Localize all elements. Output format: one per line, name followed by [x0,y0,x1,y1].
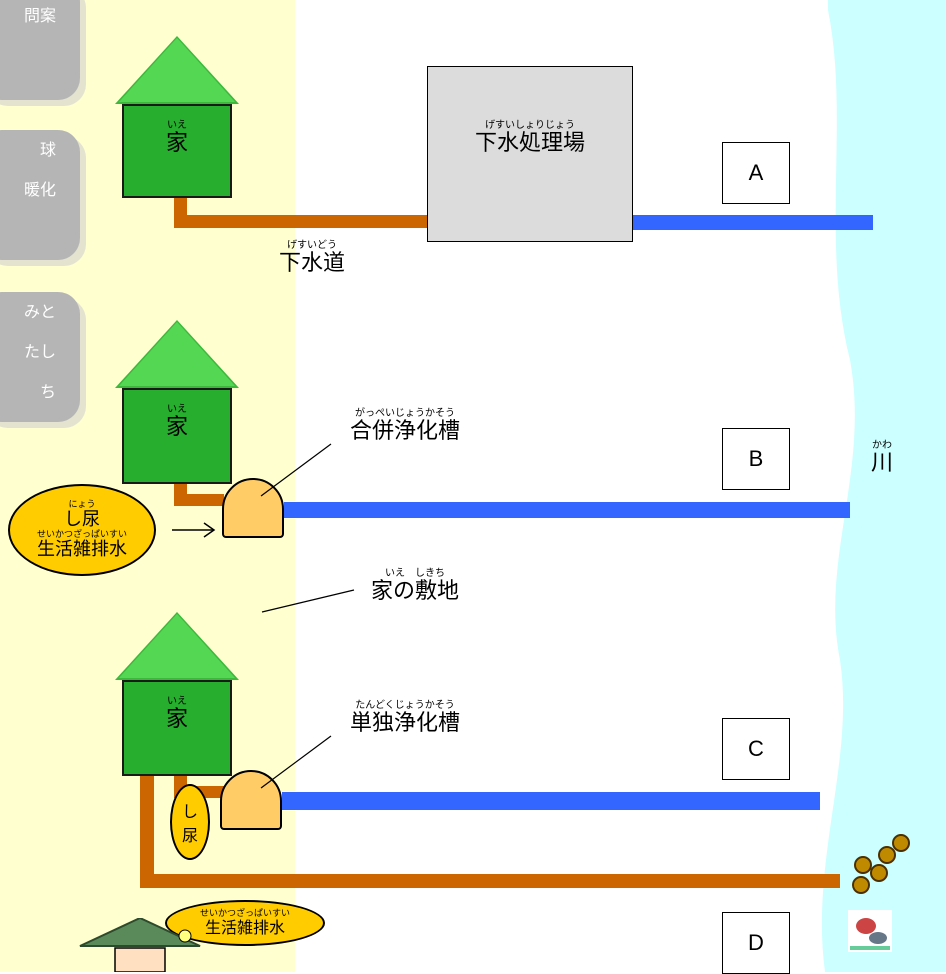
sewer-label: げすいどう 下水道 [278,240,345,276]
wastewater-pipe [140,874,840,888]
nightsoil-oval: し 尿 [170,784,210,860]
arrow-icon [172,522,216,538]
side-tab-3[interactable]: みと たし ち [0,292,80,422]
pollution-dot [852,876,870,894]
house [122,388,232,484]
treated-water-pipe [633,215,873,230]
box-a: A [722,142,790,204]
premises-label: いえ しきち 家の敷地 [370,568,459,604]
pollution-dot [870,864,888,882]
sewer-pipe [174,215,428,228]
combined-tank-label: がっぺいじょうかそう 合併浄化槽 [349,408,460,444]
house-roof [115,612,239,680]
box-c: C [722,718,790,780]
polluted-fish-icon [848,910,892,952]
pointer-line [261,589,355,613]
single-tank-label: たんどくじょうかそう 単独浄化槽 [349,700,460,736]
house-roof [115,320,239,388]
treated-water-pipe [282,792,820,810]
side-tab-1[interactable]: 問案 [0,0,80,100]
side-tab-2[interactable]: 球 暖化 [0,130,80,260]
box-d: D [722,912,790,974]
box-b: B [722,428,790,490]
house [122,104,232,198]
wastewater-oval: せいかつざっぱいすい 生活雑排水 [165,900,325,946]
pollution-dot [854,856,872,874]
pointer-line [260,735,332,789]
treated-water-pipe [284,502,850,518]
house [122,680,232,776]
sewage-pipe [174,494,224,506]
treatment-plant-label: げすいしょりじょう 下水処理場 [474,120,585,156]
house-label: いえ 家 [165,404,188,440]
river-label: かわ 川 [870,440,893,476]
house-label: いえ 家 [165,120,188,156]
character-illustration [79,918,201,972]
combined-septic-tank [222,478,284,538]
house-roof [115,36,239,104]
house-label: いえ 家 [165,696,188,732]
pointer-line [260,443,332,497]
nightsoil-wastewater-oval: にょう し尿 せいかつざっぱいすい 生活雑排水 [8,484,156,576]
pollution-dot [892,834,910,852]
pollution-dot [878,846,896,864]
wastewater-pipe [140,776,154,888]
sewage-treatment-plant [427,66,633,242]
river [821,0,946,972]
